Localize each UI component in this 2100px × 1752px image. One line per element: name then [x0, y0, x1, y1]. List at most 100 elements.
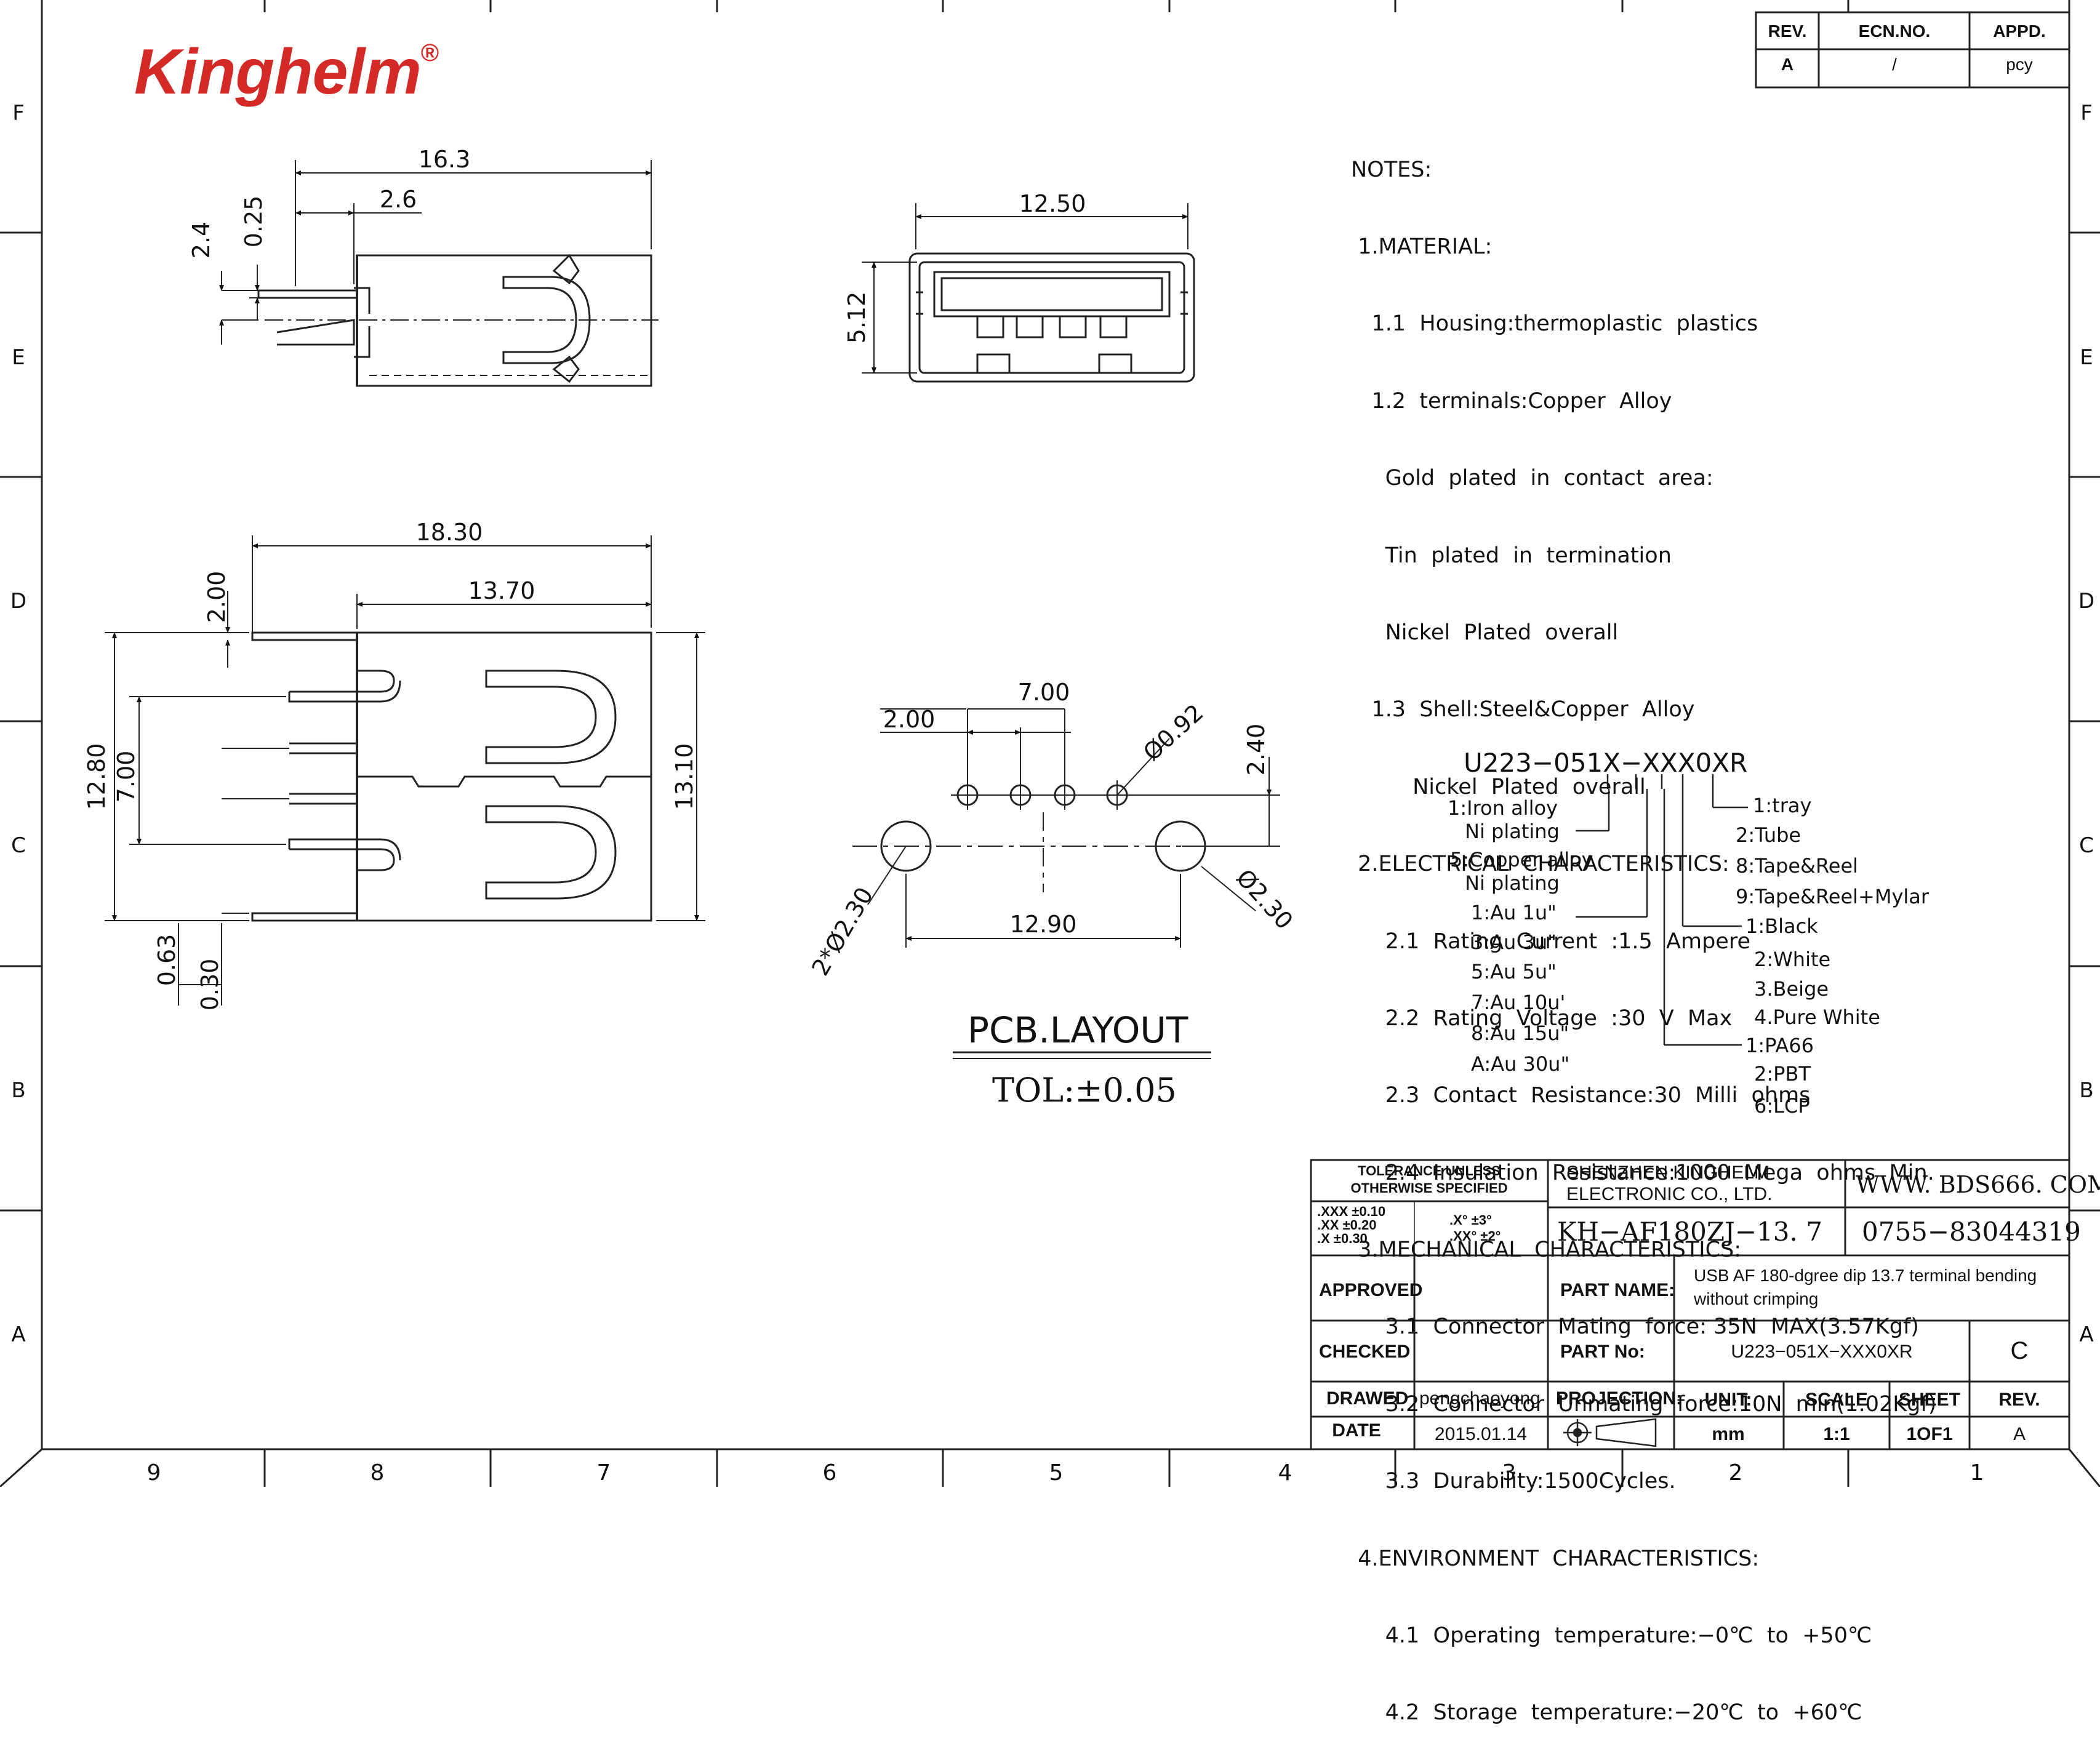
- side-view-top-dims: 16.3 2.6 2.4 0.25: [188, 146, 470, 258]
- drawing-sheet: 9 8 7 6 5 4 3 2 1 F E D C B A F E D C B …: [0, 0, 2100, 1487]
- notes-line: 3.1 Connector Mating force: 35N MAX(3.57…: [1351, 1314, 1919, 1340]
- notes-line: 2.4 Insulation Resistance:1000 Mega ohms…: [1351, 1160, 1934, 1185]
- side-view-bottom-dims: 18.30 13.70 2.00 12.80 7.00 13.10 0.63 0…: [83, 519, 698, 1010]
- svg-text:12.80: 12.80: [83, 743, 110, 810]
- svg-text:PART No:: PART No:: [1560, 1342, 1645, 1362]
- svg-text:KH−AF180ZJ−13. 7: KH−AF180ZJ−13. 7: [1557, 1217, 1822, 1247]
- notes-line: 3.MECHANICAL CHARACTERISTICS:: [1351, 1238, 1742, 1263]
- svg-text:4: 4: [1278, 1460, 1292, 1486]
- svg-text:REV.: REV.: [1768, 22, 1807, 41]
- svg-text:C: C: [2079, 833, 2094, 858]
- title-block-grid: [1310, 1159, 2070, 1450]
- svg-text:16.3: 16.3: [419, 146, 471, 173]
- side-view-bottom: [105, 535, 705, 1006]
- svg-text:A: A: [11, 1322, 25, 1347]
- svg-text:.X° ±3°: .X° ±3°: [1449, 1212, 1492, 1228]
- svg-text:SCALE: SCALE: [1805, 1390, 1868, 1410]
- technical-notes: NOTES: 1.MATERIAL: 1.1 Housing:thermopla…: [1351, 106, 1936, 1752]
- svg-text:2:White: 2:White: [1754, 948, 1830, 971]
- svg-text:pengchaoyong: pengchaoyong: [1419, 1388, 1541, 1409]
- notes-line: 1.1 Housing:thermoplastic plastics: [1351, 311, 1758, 337]
- svg-text:A: A: [2079, 1322, 2093, 1347]
- pcb-layout-drawing: [852, 708, 1280, 1059]
- svg-text:7:Au 10u': 7:Au 10u': [1471, 991, 1565, 1014]
- svg-text:D: D: [2078, 589, 2094, 614]
- svg-text:.XXX ±0.10: .XXX ±0.10: [1317, 1204, 1385, 1219]
- svg-text:1OF1: 1OF1: [1906, 1424, 1952, 1444]
- notes-line: 2.1 Rating Current :1.5 Ampere: [1351, 929, 1750, 954]
- svg-text:2*Ø2.30: 2*Ø2.30: [806, 882, 878, 980]
- svg-text:7: 7: [597, 1460, 611, 1486]
- notes-line: 3.2 Connector Unmating force:10N min(1.0…: [1351, 1391, 1937, 1417]
- svg-text:PART NAME:: PART NAME:: [1560, 1280, 1675, 1300]
- svg-text:APPD.: APPD.: [1993, 22, 2046, 41]
- svg-text:3.Beige: 3.Beige: [1754, 977, 1829, 1001]
- notes-line: 4.ENVIRONMENT CHARACTERISTICS:: [1351, 1546, 1760, 1571]
- svg-text:D: D: [10, 589, 26, 614]
- notes-line: Nickel Plated overall: [1351, 774, 1646, 799]
- svg-text:DRAWED: DRAWED: [1326, 1388, 1408, 1409]
- notes-line: 2.3 Contact Resistance:30 Milli ohms: [1351, 1083, 1811, 1108]
- bottom-zone-numbers: 9 8 7 6 5 4 3 2 1: [147, 1460, 1984, 1486]
- svg-text:7.00: 7.00: [113, 751, 140, 803]
- svg-text:9:Tape&Reel+Mylar: 9:Tape&Reel+Mylar: [1736, 885, 1930, 908]
- projection-symbol: [1563, 1418, 1657, 1447]
- svg-text:4.Pure White: 4.Pure White: [1754, 1006, 1880, 1029]
- svg-text:7.00: 7.00: [1018, 679, 1070, 706]
- svg-text:A:Au 30u": A:Au 30u": [1471, 1052, 1569, 1076]
- svg-text:SHEET: SHEET: [1899, 1390, 1960, 1410]
- notes-line: NOTES:: [1351, 157, 1432, 182]
- svg-text:6: 6: [823, 1460, 837, 1486]
- svg-text:5: 5: [1049, 1460, 1064, 1486]
- svg-text:2.4: 2.4: [188, 222, 215, 258]
- notes-line: Tin plated in termination: [1351, 543, 1672, 568]
- notes-line: 4.2 Storage temperature:−20℃ to +60℃: [1351, 1700, 1862, 1726]
- notes-line: Gold plated in contact area:: [1351, 466, 1713, 491]
- svg-text:B: B: [2079, 1078, 2093, 1103]
- svg-text:.XX ±0.20: .XX ±0.20: [1317, 1217, 1376, 1233]
- svg-text:1:1: 1:1: [1823, 1424, 1850, 1444]
- notes-line: 3.3 Durability:1500Cycles.: [1351, 1469, 1676, 1494]
- right-zone-letters: F E D C B A: [2078, 101, 2094, 1347]
- notes-line: 1.MATERIAL:: [1351, 234, 1493, 259]
- pcb-layout-title: PCB.LAYOUT: [968, 1009, 1188, 1051]
- svg-text:mm: mm: [1712, 1424, 1744, 1444]
- notes-line: 4.1 Operating temperature:−0℃ to +50℃: [1351, 1623, 1872, 1649]
- svg-text:E: E: [12, 345, 25, 370]
- svg-text:8: 8: [371, 1460, 385, 1486]
- svg-text:.XX° ±2°: .XX° ±2°: [1449, 1228, 1501, 1244]
- svg-text:3: 3: [1502, 1460, 1517, 1486]
- svg-text:TOLERANCE UNLESS: TOLERANCE UNLESS: [1358, 1163, 1501, 1178]
- svg-text:C: C: [11, 833, 26, 858]
- svg-text:B: B: [11, 1078, 25, 1103]
- svg-text:Ni plating: Ni plating: [1465, 871, 1560, 895]
- svg-text:APPROVED: APPROVED: [1319, 1280, 1422, 1300]
- notes-line: 1.2 terminals:Copper Alloy: [1351, 388, 1672, 414]
- kinghelm-logo: Kinghelm®: [134, 36, 439, 108]
- notes-line: 1.3 Shell:Steel&Copper Alloy: [1351, 697, 1695, 722]
- svg-text:1: 1: [1970, 1460, 1984, 1486]
- part-number-legend: U223−051X−XXX0XR 1:Iron alloy Ni plating…: [1448, 748, 1930, 1118]
- left-zone-letters: F E D C B A: [10, 101, 26, 1347]
- svg-text:1:PA66: 1:PA66: [1745, 1034, 1814, 1057]
- pcb-layout-dims: 7.00 2.00 2.40 Ø0.92 2*Ø2.30 Ø2.30 12.90: [806, 679, 1298, 980]
- svg-text:0.30: 0.30: [196, 959, 223, 1011]
- svg-text:2015.01.14: 2015.01.14: [1435, 1424, 1527, 1444]
- title-block-text: TOLERANCE UNLESS OTHERWISE SPECIFIED .XX…: [1317, 1162, 2100, 1444]
- svg-text:REV.: REV.: [1998, 1390, 2040, 1410]
- svg-text:DATE: DATE: [1332, 1420, 1381, 1441]
- svg-text:2.00: 2.00: [203, 571, 230, 623]
- side-view-top: [219, 160, 659, 387]
- svg-text:E: E: [2080, 345, 2093, 370]
- notes-line: Nickel Plated overall: [1351, 620, 1619, 645]
- svg-text:12.90: 12.90: [1010, 911, 1077, 938]
- part-number-legend-lines: [1576, 774, 1748, 1046]
- svg-text:C: C: [2011, 1337, 2029, 1364]
- svg-text:1:tray: 1:tray: [1753, 794, 1811, 817]
- svg-text:13.70: 13.70: [468, 577, 535, 604]
- svg-text:SHENZHEN KINGHELM: SHENZHEN KINGHELM: [1566, 1162, 1769, 1183]
- svg-text:2.6: 2.6: [380, 186, 417, 213]
- svg-text:0.25: 0.25: [240, 196, 267, 248]
- svg-text:Ø0.92: Ø0.92: [1138, 699, 1209, 766]
- svg-text:9: 9: [147, 1460, 161, 1486]
